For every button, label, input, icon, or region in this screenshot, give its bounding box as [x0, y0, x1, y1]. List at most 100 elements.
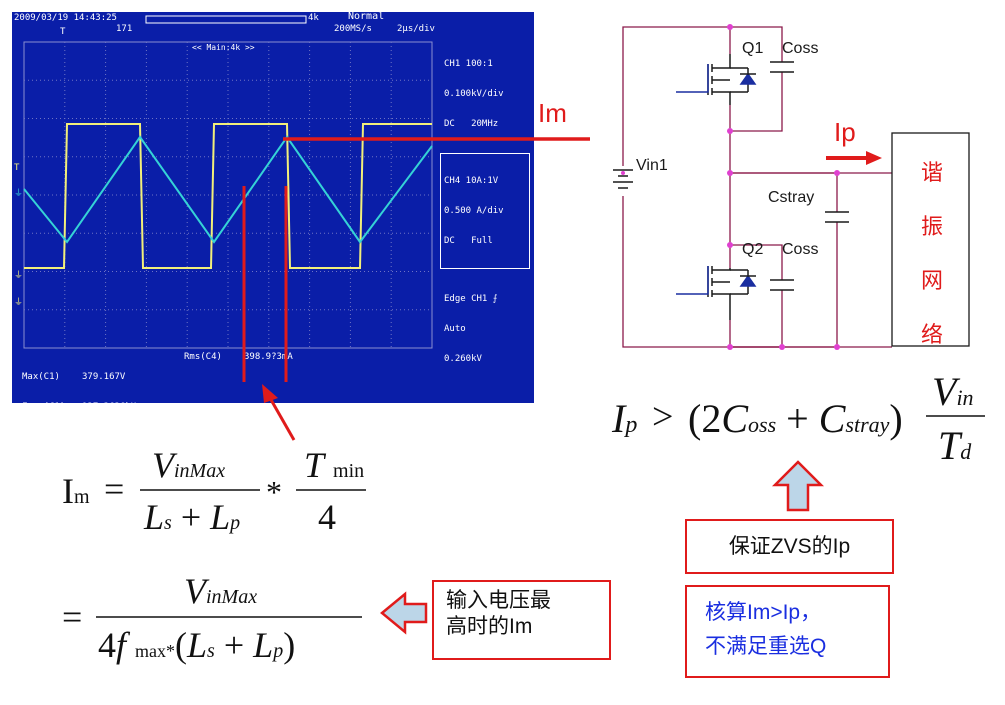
check-note-box: 核算Im>Ip， 不满足重选Q	[685, 585, 890, 678]
l-symbol-4: L	[253, 625, 274, 665]
resonant-char-2: 振	[920, 214, 943, 239]
p-subscript-2: p	[273, 640, 284, 662]
fmax-denominator: 4f max*(Ls + Lp)	[98, 624, 295, 666]
ch4-line-3: DC Full	[444, 236, 493, 246]
vin-numerator: Vin	[932, 368, 974, 415]
d-subscript: d	[960, 439, 972, 464]
min-subscript: min	[333, 460, 365, 482]
p-subscript-1: p	[230, 512, 241, 534]
ch1-marker: T	[14, 163, 20, 173]
paren-close-2: )	[283, 625, 296, 665]
scope-display: T ⏚ ⏚ ⏚ T	[14, 15, 433, 349]
ch4-line-2: 0.500 A/div	[444, 206, 504, 216]
resonant-char-4: 络	[920, 322, 943, 347]
resonant-char-1: 谐	[920, 160, 943, 185]
ip-symbol: I	[612, 396, 626, 441]
resonant-char-3: 网	[920, 268, 943, 293]
l-symbol-3: L	[187, 625, 208, 665]
graticule-grid	[24, 42, 432, 348]
ch1-line-1: CH1 100:1	[444, 59, 493, 69]
ground-marker: ⏚	[14, 297, 23, 308]
junction-dots	[621, 24, 840, 350]
check-note-line-2: 不满足重选Q	[705, 635, 827, 658]
measurement-row: Max(C1)379.167V	[22, 372, 126, 382]
td-denominator: Td	[938, 422, 971, 469]
left-arrow-icon	[380, 591, 428, 635]
t-symbol-left: T	[304, 445, 325, 485]
resonant-network-label: 谐 振 网 络	[917, 146, 947, 362]
input-note-line-2: 高时的Im	[446, 615, 533, 638]
measurement-row: Freq(C1)137.3626kHz	[22, 402, 142, 412]
coss1-label: Coss	[782, 40, 819, 57]
four-symbol: 4	[98, 625, 116, 665]
tmin-numerator: T min	[304, 444, 364, 486]
four-denominator: 4	[318, 497, 336, 537]
s-subscript-1: s	[164, 512, 172, 534]
c-symbol-1: C	[721, 396, 749, 441]
pointer-arrow-head	[262, 384, 278, 403]
ch4-settings: CH4 10A:1V 0.500 A/div DC Full	[440, 153, 530, 269]
trigger-line-3: 0.260kV	[444, 354, 482, 364]
oscilloscope-screenshot: T ⏚ ⏚ ⏚ T 2009/03/19 14:43:25 4k Normal …	[12, 11, 534, 472]
mosfet-q2	[707, 266, 757, 320]
pointer-arrow-line	[268, 397, 296, 441]
trigger-settings: Edge CH1 ⨍ Auto 0.260kV	[444, 274, 497, 384]
scope-datetime: 2009/03/19 14:43:25	[14, 13, 117, 23]
plus-sign: +	[786, 396, 809, 441]
v-symbol-2: V	[184, 571, 206, 611]
ip-label: Ip	[834, 117, 856, 147]
l-symbol-1: L	[144, 497, 165, 537]
ch1-square-wave	[24, 123, 432, 269]
vinmax-numerator-2: VinMax	[184, 570, 257, 612]
record-bar	[145, 15, 307, 24]
scope-timebase: 2μs/div	[397, 24, 435, 34]
t-symbol: T	[938, 423, 961, 468]
circuit-wires	[622, 26, 892, 348]
q2-gate-wire	[676, 266, 709, 295]
in-subscript: in	[956, 385, 974, 410]
im-lhs: Im	[62, 470, 90, 512]
im-label: Im	[538, 98, 567, 128]
v-symbol-1: V	[152, 445, 174, 485]
l-symbol-2: L	[210, 497, 231, 537]
rms-measurement: Rms(C4)398.9?3mA	[184, 352, 293, 362]
s-subscript-2: s	[207, 640, 215, 662]
input-note-line-1: 输入电压最	[446, 589, 551, 612]
trigger-line-2: Auto	[444, 324, 466, 334]
capacitors	[770, 61, 849, 291]
equals-2: =	[62, 597, 83, 637]
scope-zoom-label: << Main:4k >>	[192, 43, 255, 52]
paren-open-2: (	[175, 625, 188, 665]
plus-2: +	[223, 625, 245, 665]
f-symbol: f	[116, 625, 127, 665]
vin1-label: Vin1	[636, 157, 668, 174]
q2-label: Q2	[742, 241, 764, 258]
up-arrow-icon	[771, 460, 825, 512]
ip-arrow-head	[866, 151, 882, 165]
ch1-ground-marker: ⏚	[14, 270, 23, 281]
scope-mode: Normal	[348, 11, 385, 22]
cstray-label: Cstray	[768, 189, 815, 206]
ch1-line-3: DC 20MHz	[444, 119, 499, 129]
im-i-symbol: I	[62, 471, 74, 511]
measurement-list: Max(C1)379.167V Freq(C1)137.3626kHz Max(…	[22, 352, 142, 492]
inmax-subscript-2: inMax	[206, 586, 258, 608]
coss2-label: Coss	[782, 241, 819, 258]
ch1-settings: CH1 100:1 0.100kV/div DC 20MHz	[444, 39, 504, 149]
paren-close: )	[889, 396, 903, 441]
resonant-network-box	[891, 132, 970, 347]
zvs-note-text: 保证ZVS的Ip	[728, 534, 851, 558]
equals-1: =	[104, 469, 125, 509]
q1-label: Q1	[742, 40, 764, 57]
scope-sample-rate: 200MS/s	[334, 24, 372, 34]
measurement-row: Avg(C4)-10.5182mA	[22, 462, 137, 472]
ch4-line-1: CH4 10A:1V	[444, 176, 499, 186]
mosfet-q1	[707, 54, 757, 105]
ch4-ground-marker: ⏚	[14, 188, 23, 199]
vinmax-numerator-1: VinMax	[152, 444, 225, 486]
ip-subscript: p	[625, 412, 638, 438]
paren-open: (2	[688, 396, 722, 441]
ch4-triangle-wave	[23, 135, 433, 244]
check-note-line-1: 核算Im>Ip，	[705, 601, 822, 624]
